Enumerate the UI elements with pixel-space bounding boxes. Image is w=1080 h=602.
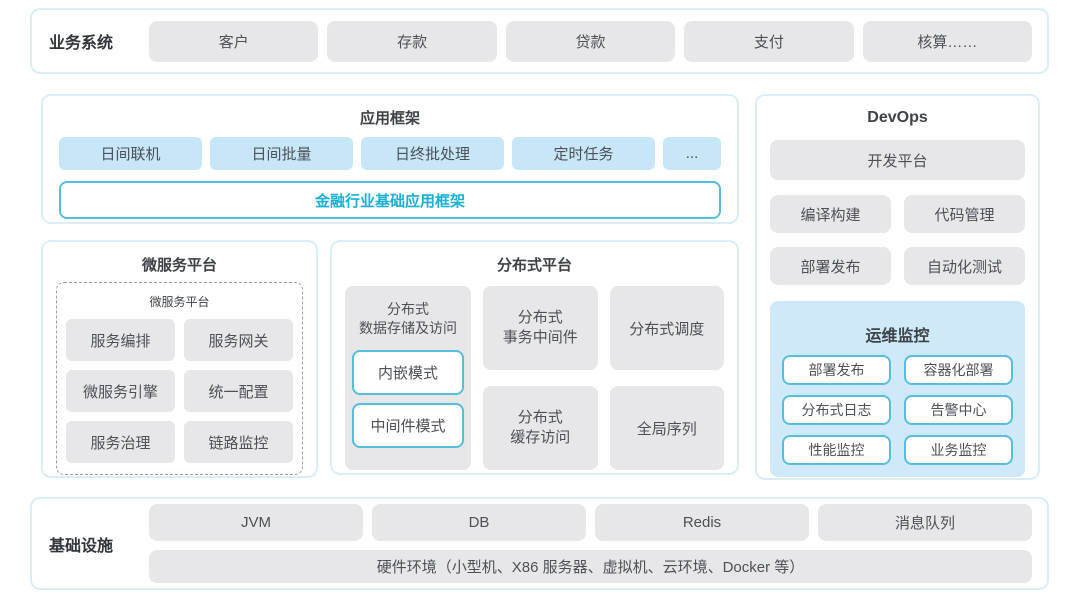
distributed-platform-title: 分布式平台 <box>496 257 572 274</box>
block-eod-batch: 日终批处理 <box>361 137 504 170</box>
business-systems-panel: 业务系统 客户 存款 贷款 支付 核算…… <box>30 8 1049 74</box>
block-dev-platform: 开发平台 <box>770 140 1025 180</box>
block-customer: 客户 <box>149 20 319 62</box>
infrastructure-label: 基础设施 <box>49 537 114 555</box>
ops-monitoring-title: 运维监控 <box>865 328 930 345</box>
ops-monitoring-panel: 运维监控 部署发布 容器化部署 分布式日志 告警中心 性能监控 业务监控 <box>770 301 1025 477</box>
block-trace-monitor: 链路监控 <box>184 421 293 463</box>
block-service-gateway: 服务网关 <box>184 319 293 361</box>
block-microservice-engine: 微服务引擎 <box>66 370 175 412</box>
distributed-col-2: 分布式 事务中间件 分布式 缓存访问 <box>483 286 598 470</box>
devops-tools-grid: 编译构建 代码管理 部署发布 自动化测试 <box>770 195 1025 285</box>
block-deploy-release: 部署发布 <box>770 247 891 285</box>
distributed-col-3: 分布式调度 全局序列 <box>609 286 724 470</box>
block-alert-center: 告警中心 <box>904 395 1013 425</box>
block-daytime-online: 日间联机 <box>59 137 202 170</box>
block-distributed-log: 分布式日志 <box>782 395 891 425</box>
block-service-governance: 服务治理 <box>66 421 175 463</box>
devops-panel: DevOps 开发平台 编译构建 代码管理 部署发布 自动化测试 运维监控 部署… <box>755 94 1040 480</box>
infrastructure-content: JVM DB Redis 消息队列 硬件环境（小型机、X86 服务器、虚拟机、云… <box>149 504 1032 583</box>
distributed-body: 分布式 数据存储及访问 内嵌模式 中间件模式 分布式 事务中间件 分布式 缓存访… <box>345 286 724 470</box>
block-unified-config: 统一配置 <box>184 370 293 412</box>
block-deposit: 存款 <box>327 20 497 62</box>
block-distributed-transaction-middleware: 分布式 事务中间件 <box>483 286 598 370</box>
block-distributed-cache-access: 分布式 缓存访问 <box>483 386 598 470</box>
block-code-management: 代码管理 <box>904 195 1025 233</box>
block-payment: 支付 <box>684 20 854 62</box>
ops-monitoring-grid: 部署发布 容器化部署 分布式日志 告警中心 性能监控 业务监控 <box>782 355 1013 465</box>
block-jvm: JVM <box>149 504 363 541</box>
block-monitor-deploy-release: 部署发布 <box>782 355 891 385</box>
storage-modes: 内嵌模式 中间件模式 <box>352 349 464 448</box>
block-service-orchestration: 服务编排 <box>66 319 175 361</box>
block-business-monitor: 业务监控 <box>904 435 1013 465</box>
microservice-inner-title: 微服务平台 <box>149 295 210 309</box>
app-framework-title: 应用框架 <box>359 110 420 127</box>
block-more-ellipsis: ... <box>663 137 721 170</box>
app-framework-row: 日间联机 日间批量 日终批处理 定时任务 ... <box>59 137 721 170</box>
microservice-platform-panel: 微服务平台 微服务平台 服务编排 服务网关 微服务引擎 统一配置 服务治理 链路… <box>41 240 318 478</box>
block-distributed-storage-access: 分布式 数据存储及访问 内嵌模式 中间件模式 <box>345 286 471 470</box>
block-automated-testing: 自动化测试 <box>904 247 1025 285</box>
infrastructure-row: JVM DB Redis 消息队列 <box>149 504 1032 541</box>
block-containerized-deploy: 容器化部署 <box>904 355 1013 385</box>
app-framework-panel: 应用框架 日间联机 日间批量 日终批处理 定时任务 ... 金融行业基础应用框架 <box>41 94 739 224</box>
block-scheduled-task: 定时任务 <box>512 137 655 170</box>
block-hardware-environment: 硬件环境（小型机、X86 服务器、虚拟机、云环境、Docker 等） <box>149 550 1032 583</box>
business-items-row: 客户 存款 贷款 支付 核算…… <box>149 20 1033 62</box>
microservice-grid: 服务编排 服务网关 微服务引擎 统一配置 服务治理 链路监控 <box>66 319 293 463</box>
block-db: DB <box>372 504 586 541</box>
block-middleware-mode: 中间件模式 <box>352 402 464 448</box>
business-systems-label: 业务系统 <box>49 35 114 52</box>
microservice-inner-box: 微服务平台 服务编排 服务网关 微服务引擎 统一配置 服务治理 链路监控 <box>56 282 303 475</box>
infrastructure-panel: 基础设施 JVM DB Redis 消息队列 硬件环境（小型机、X86 服务器、… <box>30 497 1049 590</box>
devops-title: DevOps <box>867 109 928 126</box>
block-message-queue: 消息队列 <box>818 504 1032 541</box>
block-embedded-mode: 内嵌模式 <box>352 349 464 395</box>
block-redis: Redis <box>595 504 809 541</box>
distributed-platform-panel: 分布式平台 分布式 数据存储及访问 内嵌模式 中间件模式 分布式 事务中间件 分… <box>330 240 739 475</box>
block-compile-build: 编译构建 <box>770 195 891 233</box>
block-financial-base-framework: 金融行业基础应用框架 <box>59 181 721 219</box>
block-loan: 贷款 <box>505 20 676 62</box>
block-global-sequence: 全局序列 <box>609 386 724 470</box>
microservice-platform-title: 微服务平台 <box>141 257 217 274</box>
block-performance-monitor: 性能监控 <box>782 435 891 465</box>
distributed-storage-label: 分布式 数据存储及访问 <box>359 301 457 336</box>
block-distributed-scheduling: 分布式调度 <box>609 286 724 370</box>
block-accounting: 核算…… <box>862 20 1033 62</box>
block-daytime-batch: 日间批量 <box>210 137 353 170</box>
